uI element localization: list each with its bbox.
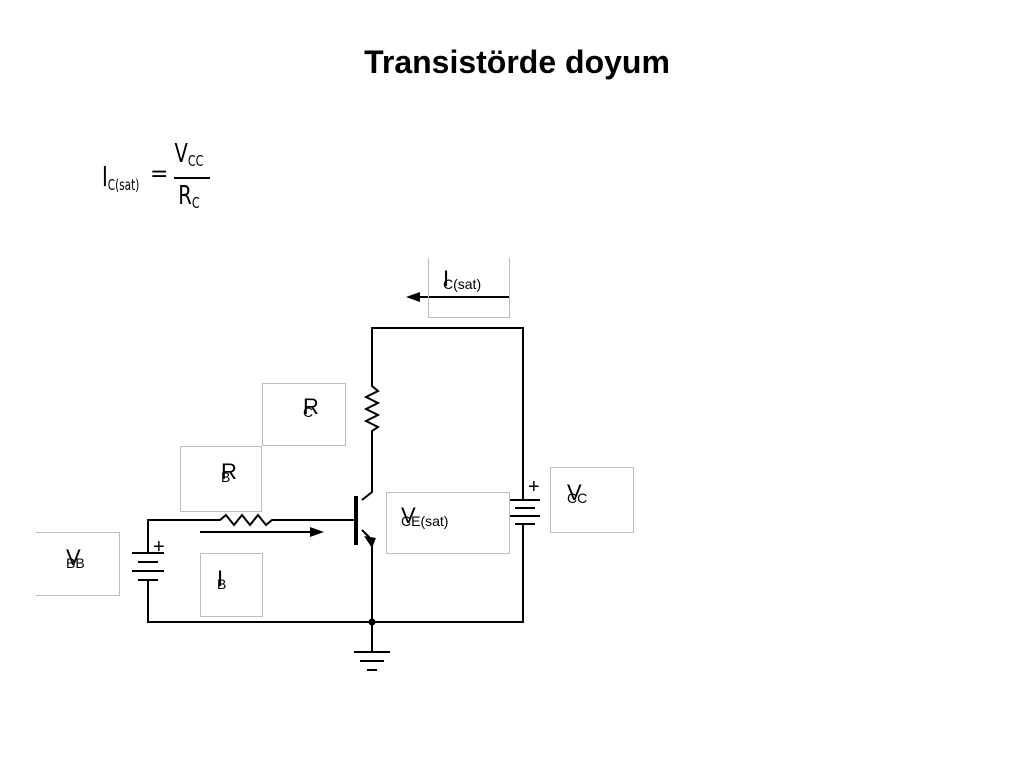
ground-junction [368, 618, 376, 626]
vbb-plus-sign: + [153, 536, 165, 558]
vcc-battery [510, 492, 540, 527]
wire-collector [361, 440, 373, 501]
formula-numerator: VCC [174, 139, 204, 170]
formula-fraction: VCC RC [174, 138, 210, 220]
emitter-arrowhead [364, 536, 376, 548]
ground-symbol [354, 622, 390, 671]
fraction-bar [174, 177, 210, 179]
saturation-current-formula: IC(sat) = VCC RC [102, 138, 222, 228]
wire-top [371, 327, 524, 492]
ic-arrowhead [406, 292, 420, 302]
base-arrowhead [310, 527, 324, 537]
collector-resistor [363, 378, 381, 440]
formula-denominator: RC [178, 180, 200, 212]
vbb-battery [132, 542, 164, 585]
vcc-plus-sign: + [528, 476, 540, 498]
formula-lhs: IC(sat) [102, 160, 140, 194]
wire-bottom [147, 527, 524, 623]
formula-equals: = [150, 162, 169, 187]
base-resistor [147, 513, 356, 542]
page-title: Transistörde doyum [364, 44, 670, 80]
